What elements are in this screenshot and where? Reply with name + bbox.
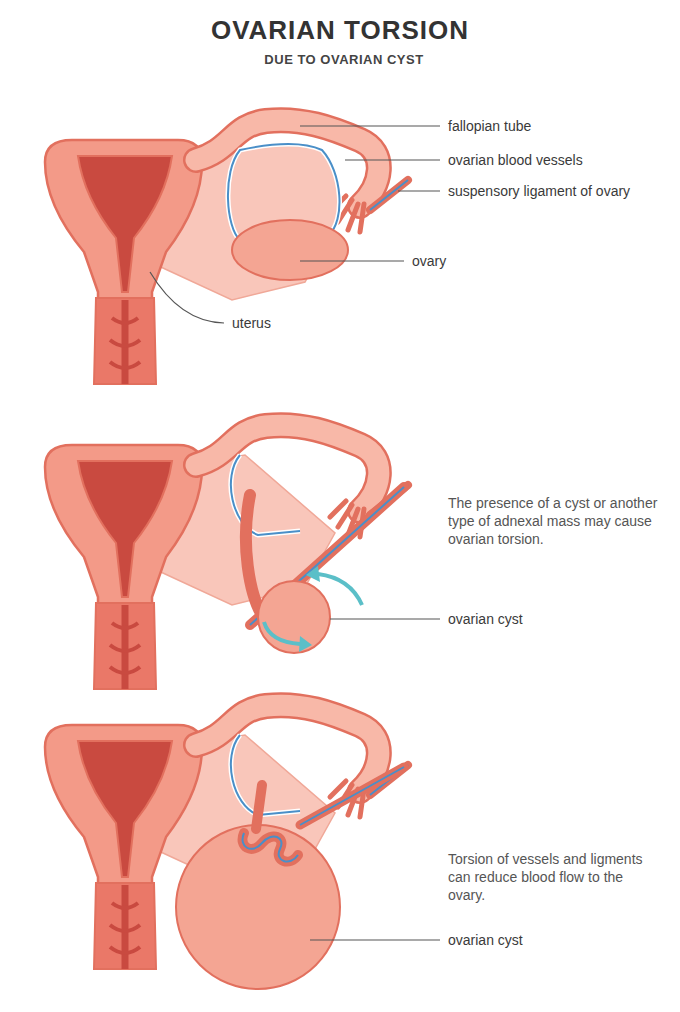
title: OVARIAN TORSION (0, 14, 680, 48)
part-label: ovarian cyst (448, 931, 648, 949)
part-label: ovary (412, 252, 612, 270)
part-label: fallopian tube (448, 117, 668, 135)
part-label: ovarian blood vessels (448, 151, 668, 169)
part-label: uterus (232, 314, 382, 332)
part-label: suspensory ligament of ovary (448, 182, 653, 200)
subtitle: DUE TO OVARIAN CYST (4, 52, 680, 69)
note-text: Torsion of vessels and ligments can redu… (448, 850, 663, 905)
part-label: ovarian cyst (448, 610, 648, 628)
note-text: The presence of a cyst or another type o… (448, 494, 663, 549)
